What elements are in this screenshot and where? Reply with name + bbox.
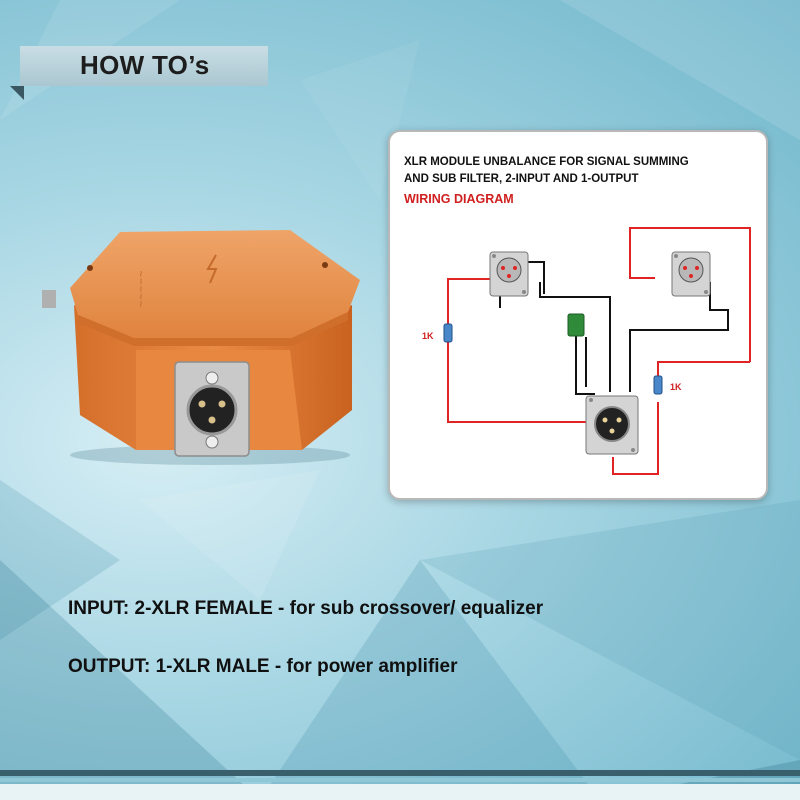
resistor-right-label: 1K [670, 382, 682, 392]
svg-text:~~~~~: ~~~~~ [135, 270, 145, 308]
ground-wires [499, 261, 729, 395]
resistor-right [653, 375, 663, 395]
output-caption: OUTPUT: 1-XLR MALE - for power amplifier [68, 656, 458, 677]
diagram-title-line1: XLR MODULE UNBALANCE FOR SIGNAL SUMMING [404, 156, 689, 168]
resistor-left-label: 1K [422, 331, 434, 341]
input-caption: INPUT: 2-XLR FEMALE - for sub crossover/… [68, 598, 544, 619]
wiring-diagram-card: XLR MODULE UNBALANCE FOR SIGNAL SUMMING … [388, 130, 768, 500]
footer-bar-light [0, 778, 800, 782]
footer-base [0, 784, 800, 800]
wiring-schematic: 1K 1K [422, 227, 751, 475]
xlr-male-output [585, 395, 639, 455]
resistor-left [443, 323, 453, 343]
capacitor [567, 313, 585, 337]
xlr-module-box-photo: ~~~~~ [42, 230, 360, 465]
xlr-female-input-1 [489, 251, 529, 297]
xlr-female-input-2 [671, 251, 711, 297]
how-to-ribbon: HOW TO’s [10, 46, 268, 100]
diagram-title-line2: AND SUB FILTER, 2-INPUT AND 1-OUTPUT [404, 173, 639, 185]
diagram-subtitle: WIRING DIAGRAM [404, 192, 514, 206]
footer-bar-dark [0, 770, 800, 776]
ribbon-label: HOW TO’s [80, 50, 210, 80]
